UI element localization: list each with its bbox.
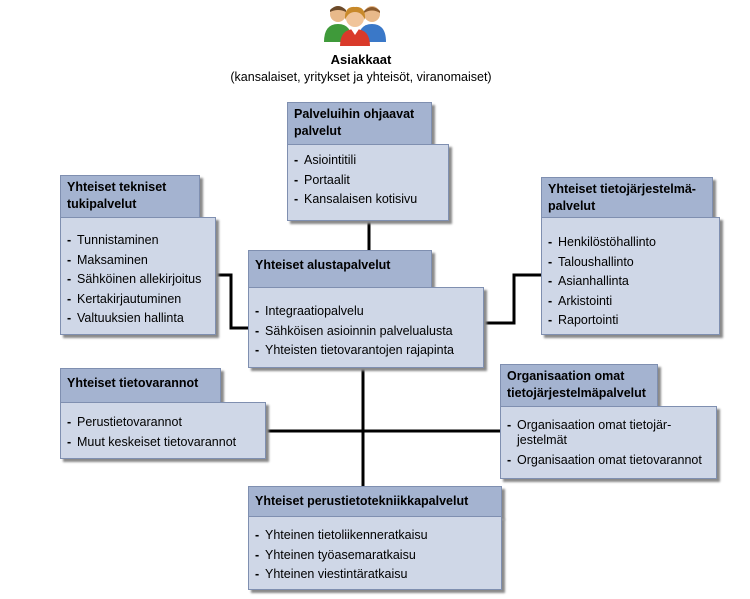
organisaatio-title: Organisaation omat tietojärjestelmäpalve… xyxy=(507,369,646,400)
tietojarjestelma-header: Yhteiset tietojärjestelmä-palvelut xyxy=(541,177,713,218)
organisaatio-list: Organisaation omat tietojär-jestelmät Or… xyxy=(500,406,717,479)
list-item: Organisaation omat tietovarannot xyxy=(507,451,712,471)
list-item: Muut keskeiset tietovarannot xyxy=(67,433,261,453)
list-item: Arkistointi xyxy=(548,292,715,312)
customers-subtitle: (kansalaiset, yritykset ja yhteisöt, vir… xyxy=(230,70,492,84)
connector-alusta-tietojarjestelma xyxy=(484,273,541,325)
list-item: Yhteinen tietoliikenneratkaisu xyxy=(255,526,497,546)
list-item: Tunnistaminen xyxy=(67,231,211,251)
list-item: Sähköisen asioinnin palvelualusta xyxy=(255,322,479,342)
perustieto-header: Yhteiset perustietotekniikkapalvelut xyxy=(248,486,502,517)
connector-tekniset-alusta xyxy=(216,273,248,330)
alusta-list: Integraatiopalvelu Sähköisen asioinnin p… xyxy=(248,287,484,368)
alusta-header: Yhteiset alustapalvelut xyxy=(248,250,432,288)
list-item: Asianhallinta xyxy=(548,272,715,292)
tekniset-title: Yhteiset tekniset tukipalvelut xyxy=(67,180,167,211)
list-item: Asiointitili xyxy=(294,151,444,171)
list-item: Yhteinen viestintäratkaisu xyxy=(255,565,497,585)
alusta-title: Yhteiset alustapalvelut xyxy=(255,258,391,272)
tekniset-list: Tunnistaminen Maksaminen Sähköinen allek… xyxy=(60,217,216,335)
tekniset-header: Yhteiset tekniset tukipalvelut xyxy=(60,175,200,218)
list-item: Maksaminen xyxy=(67,251,211,271)
ohjaavat-list: Asiointitili Portaalit Kansalaisen kotis… xyxy=(287,144,449,221)
list-item: Valtuuksien hallinta xyxy=(67,309,211,329)
people-group-icon xyxy=(324,6,386,46)
list-item: Perustietovarannot xyxy=(67,413,261,433)
list-item: Taloushallinto xyxy=(548,253,715,273)
list-item: Organisaation omat tietojär-jestelmät xyxy=(507,418,697,448)
list-item: Henkilöstöhallinto xyxy=(548,233,715,253)
list-item: Yhteinen työasemaratkaisu xyxy=(255,546,497,566)
list-item: Kansalaisen kotisivu xyxy=(294,190,444,210)
list-item: Kertakirjautuminen xyxy=(67,290,211,310)
ohjaavat-header: Palveluihin ohjaavat palvelut xyxy=(287,102,432,145)
list-item: Sähköinen allekirjoitus xyxy=(67,270,211,290)
perustieto-list: Yhteinen tietoliikenneratkaisu Yhteinen … xyxy=(248,516,502,590)
list-item: Integraatiopalvelu xyxy=(255,302,479,322)
tietovarannot-list: Perustietovarannot Muut keskeiset tietov… xyxy=(60,402,266,459)
tietojarjestelma-list: Henkilöstöhallinto Taloushallinto Asianh… xyxy=(541,217,720,335)
perustieto-title: Yhteiset perustietotekniikkapalvelut xyxy=(255,494,469,508)
tietojarjestelma-title: Yhteiset tietojärjestelmä-palvelut xyxy=(548,182,696,213)
ohjaavat-title: Palveluihin ohjaavat palvelut xyxy=(294,107,415,138)
tietovarannot-title: Yhteiset tietovarannot xyxy=(67,376,199,390)
list-item: Raportointi xyxy=(548,311,715,331)
customers-title: Asiakkaat xyxy=(330,52,392,67)
list-item: Portaalit xyxy=(294,171,444,191)
tietovarannot-header: Yhteiset tietovarannot xyxy=(60,368,221,403)
organisaatio-header: Organisaation omat tietojärjestelmäpalve… xyxy=(500,364,658,407)
list-item: Yhteisten tietovarantojen rajapinta xyxy=(255,341,479,361)
